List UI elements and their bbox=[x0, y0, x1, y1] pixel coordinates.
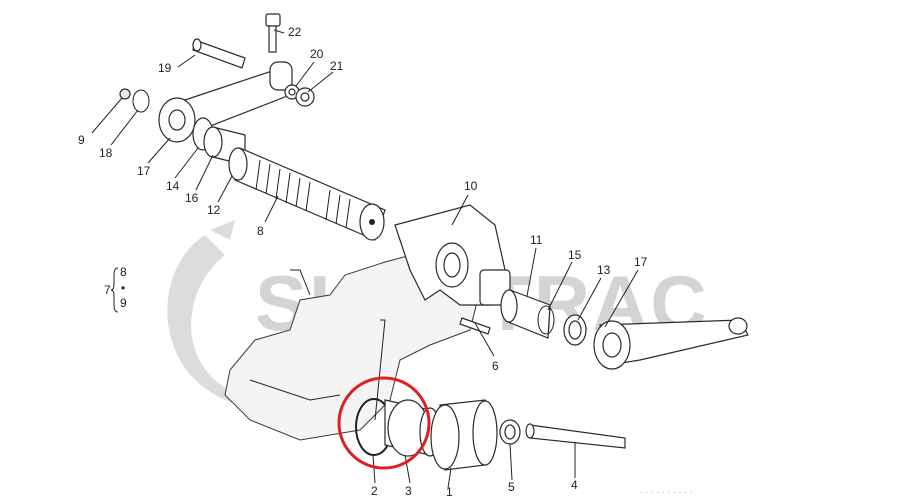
bushing-5 bbox=[499, 419, 521, 445]
plug-9 bbox=[119, 88, 131, 100]
callout-17-lower: 17 bbox=[634, 255, 648, 269]
group-bracket: 7 8 • 9 bbox=[104, 265, 127, 313]
pin-6 bbox=[459, 317, 491, 335]
bolt-22 bbox=[265, 13, 281, 53]
callout-22: 22 bbox=[288, 25, 302, 39]
bushing-11 bbox=[500, 289, 551, 339]
nut-21 bbox=[295, 87, 315, 107]
lower-lift-arm bbox=[593, 317, 749, 370]
snap-ring-18 bbox=[132, 89, 150, 113]
callout-21: 21 bbox=[330, 59, 344, 73]
group-main: 7 bbox=[104, 283, 111, 297]
leader-lines bbox=[91, 29, 639, 489]
callout-1: 1 bbox=[446, 485, 453, 496]
callout-19: 19 bbox=[158, 61, 172, 75]
callout-8: 8 bbox=[257, 224, 264, 238]
callout-18: 18 bbox=[99, 146, 113, 160]
ring-3 bbox=[384, 399, 441, 457]
seal-13 bbox=[563, 314, 587, 346]
group-bottom: 9 bbox=[120, 296, 127, 310]
callout-15: 15 bbox=[568, 248, 582, 262]
callout-17-upper: 17 bbox=[137, 164, 151, 178]
pin-4 bbox=[525, 423, 626, 449]
callout-14: 14 bbox=[166, 179, 180, 193]
pin-19 bbox=[192, 38, 246, 69]
callout-16: 16 bbox=[185, 191, 199, 205]
shaft-8 bbox=[228, 147, 386, 241]
footer-code: · · · · · · · · · · bbox=[640, 487, 692, 496]
highlight-circle bbox=[337, 376, 431, 470]
callout-5: 5 bbox=[508, 480, 515, 494]
rocker-10 bbox=[394, 204, 511, 306]
callout-4: 4 bbox=[571, 478, 578, 492]
o-ring-15 bbox=[537, 305, 555, 335]
callout-9: 9 bbox=[78, 133, 85, 147]
callout-10: 10 bbox=[464, 179, 478, 193]
callout-6: 6 bbox=[492, 359, 499, 373]
piston-1 bbox=[430, 399, 498, 471]
callout-3: 3 bbox=[405, 484, 412, 496]
callout-20: 20 bbox=[310, 47, 324, 61]
callout-11: 11 bbox=[530, 233, 543, 247]
group-top: 8 bbox=[120, 265, 127, 279]
callout-12: 12 bbox=[207, 203, 221, 217]
group-mid: • bbox=[121, 281, 125, 295]
callout-2: 2 bbox=[371, 484, 378, 496]
callout-13: 13 bbox=[597, 263, 611, 277]
callout-numbers: 22 19 20 21 9 18 17 14 16 12 8 10 11 15 … bbox=[78, 25, 648, 496]
